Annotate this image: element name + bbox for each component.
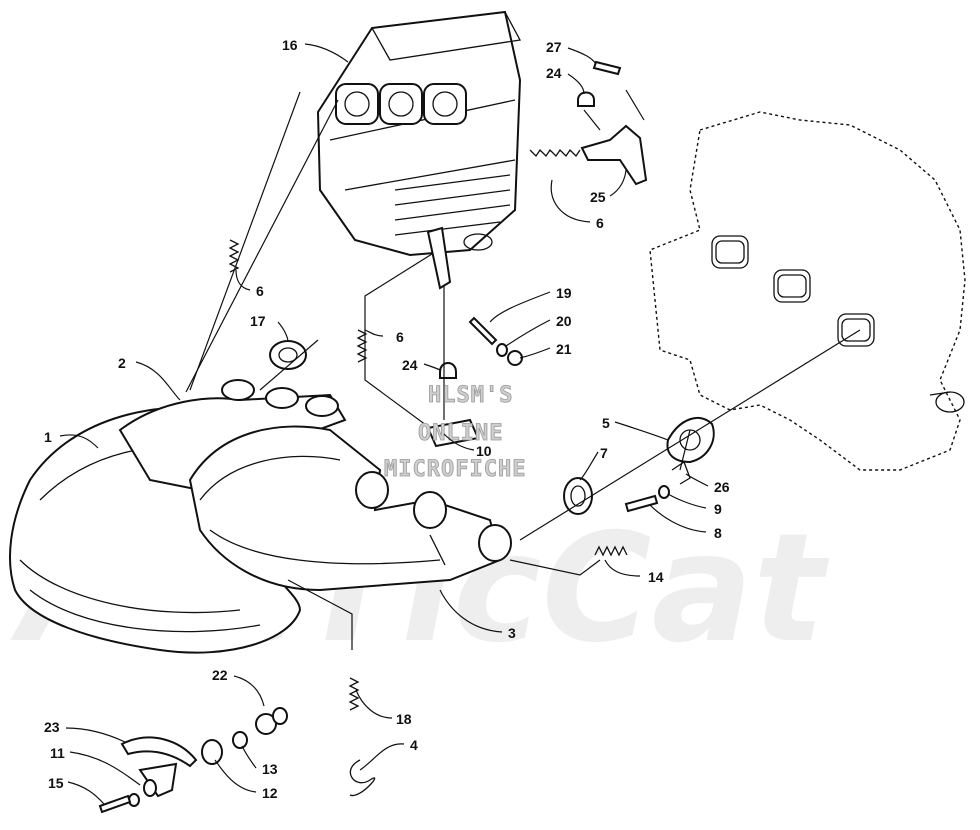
callout-9: 9 xyxy=(714,501,722,517)
callout-19: 19 xyxy=(556,285,572,301)
callout-17: 17 xyxy=(250,313,266,329)
callout-3: 3 xyxy=(508,625,516,641)
assembly-lines xyxy=(185,89,861,650)
callout-26: 26 xyxy=(714,479,730,495)
callout-24-lower: 24 xyxy=(402,357,418,373)
exhaust-system xyxy=(9,379,512,654)
callout-20: 20 xyxy=(556,313,572,329)
callout-13: 13 xyxy=(262,761,278,777)
callout-7: 7 xyxy=(600,445,608,461)
callout-10: 10 xyxy=(476,443,492,459)
callout-15: 15 xyxy=(48,775,64,791)
callout-11: 11 xyxy=(50,745,65,761)
callout-6-middle: 6 xyxy=(396,329,404,345)
callout-6-left: 6 xyxy=(256,283,264,299)
callout-labels: 1 2 3 4 5 6 6 6 7 8 9 10 11 12 13 14 15 … xyxy=(44,37,730,801)
callout-14: 14 xyxy=(648,569,664,585)
callout-5: 5 xyxy=(602,415,610,431)
watermark-line-1: HLSM'S xyxy=(428,383,513,408)
callout-22: 22 xyxy=(212,667,228,683)
callout-24-upper: 24 xyxy=(546,65,562,81)
microfiche-watermark: HLSM'S ONLINE MICROFICHE xyxy=(384,383,526,483)
callout-8: 8 xyxy=(714,525,722,541)
callout-12: 12 xyxy=(262,785,278,801)
engine-outline xyxy=(649,111,966,471)
callout-1: 1 xyxy=(44,429,52,445)
airbox-silencer xyxy=(316,10,522,290)
callout-25: 25 xyxy=(590,189,606,205)
callout-4: 4 xyxy=(410,737,418,753)
callout-6-right: 6 xyxy=(596,215,604,231)
callout-leaders xyxy=(59,43,709,805)
callout-18: 18 xyxy=(396,711,412,727)
callout-23: 23 xyxy=(44,719,60,735)
callout-27: 27 xyxy=(546,39,562,55)
callout-21: 21 xyxy=(556,341,572,357)
callout-2: 2 xyxy=(118,355,126,371)
callout-16: 16 xyxy=(282,37,298,53)
watermark-line-2: ONLINE xyxy=(418,421,503,446)
watermark-line-3: MICROFICHE xyxy=(384,457,526,482)
hardware-parts xyxy=(98,60,715,814)
